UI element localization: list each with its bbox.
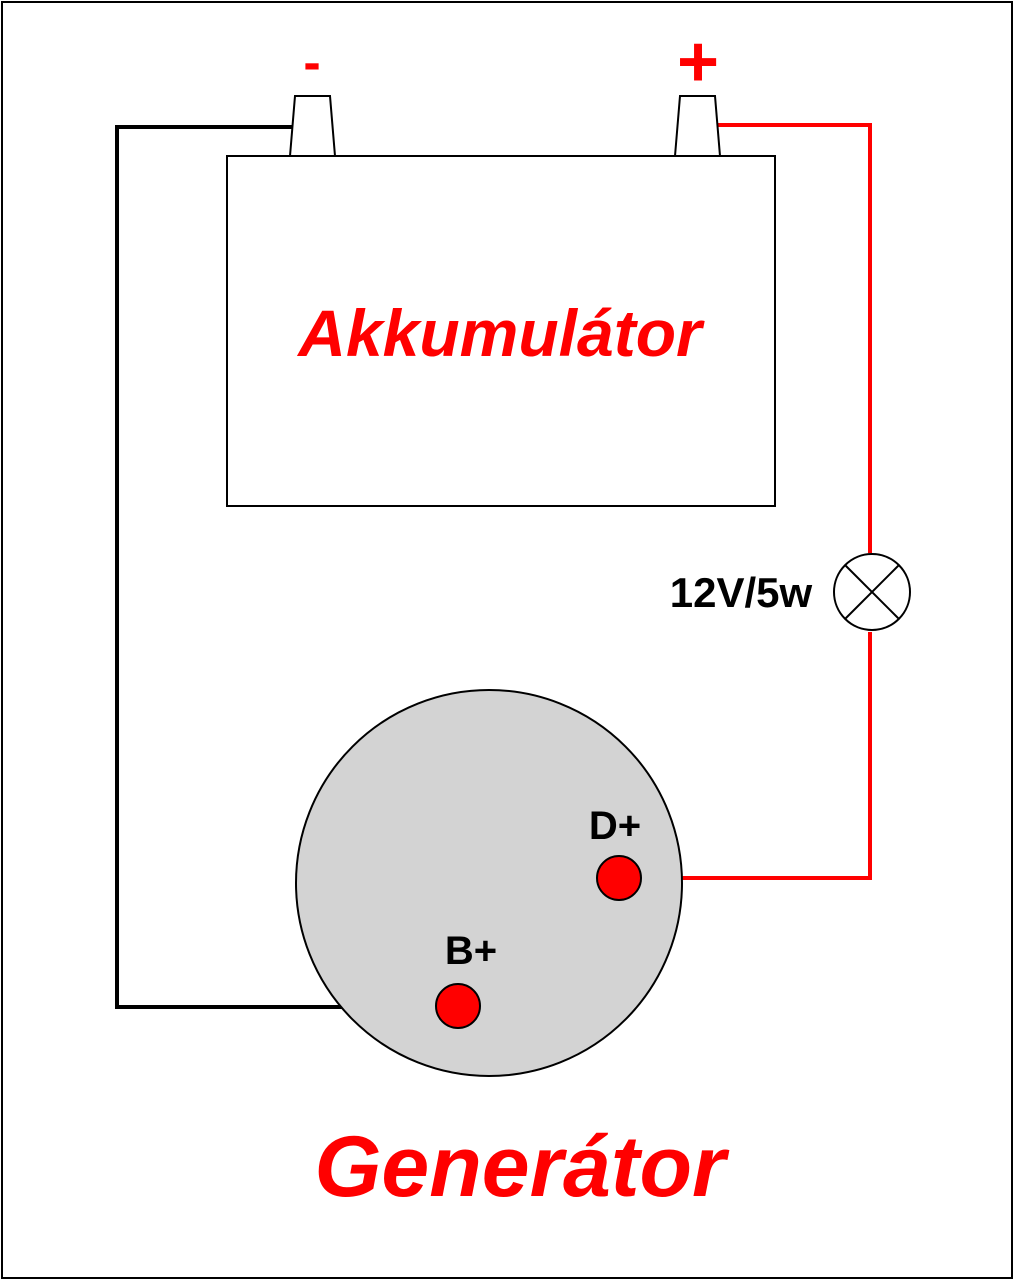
battery-body xyxy=(226,155,776,507)
battery-negative-symbol: - xyxy=(303,34,320,92)
d-plus-label: D+ xyxy=(589,804,641,848)
negative-wire xyxy=(115,125,457,1009)
battery-negative-terminal xyxy=(288,95,337,157)
d-plus-terminal xyxy=(596,855,642,901)
generator-body xyxy=(295,689,683,1077)
lamp-label: 12V/5w xyxy=(670,569,813,616)
b-plus-terminal xyxy=(435,983,481,1029)
battery-label: Akkumulátor xyxy=(296,296,705,370)
battery-positive-symbol: + xyxy=(677,22,719,102)
battery-positive-terminal xyxy=(673,95,722,157)
b-plus-label: B+ xyxy=(445,929,497,973)
lamp-icon xyxy=(833,553,911,631)
positive-wire-lower xyxy=(620,632,872,880)
positive-wire-upper xyxy=(718,123,872,553)
generator-label: Generátor xyxy=(314,1119,730,1215)
